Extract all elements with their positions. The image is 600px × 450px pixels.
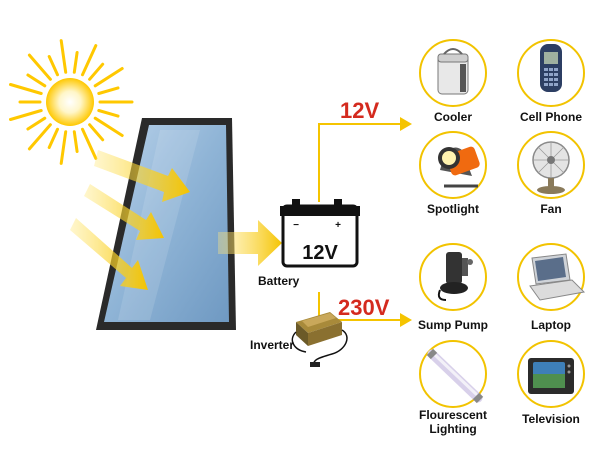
sun-ray: [26, 116, 47, 131]
sun-icon: [9, 39, 134, 165]
television-icon: [528, 358, 574, 394]
sun-ray: [59, 39, 68, 74]
television-label: Television: [522, 412, 580, 426]
sun-ray: [93, 116, 124, 137]
sun-ray: [72, 130, 79, 153]
battery-voltage-badge: 12V: [302, 242, 338, 264]
sun-ray: [88, 62, 105, 81]
cell-phone-label: Cell Phone: [519, 110, 582, 124]
fluorescent-label-line2: Lighting: [429, 422, 477, 436]
sump-pump-label: Sump Pump: [417, 318, 488, 332]
sun-ray: [47, 55, 59, 77]
sun-ray: [26, 73, 47, 88]
sun-ray: [9, 83, 43, 95]
dc-output-arrowhead: [400, 117, 412, 131]
cooler-icon: [437, 48, 469, 95]
sun-ray: [88, 123, 105, 142]
cell-phone-icon: [540, 44, 562, 92]
sun-ray: [27, 53, 52, 81]
svg-text:−: −: [293, 220, 299, 231]
sun-ray: [93, 67, 124, 88]
cooler-label: Cooler: [433, 110, 472, 124]
sun-ray: [97, 109, 120, 118]
fluorescent-label-line1: Flourescent: [418, 408, 487, 422]
sun-ray: [72, 51, 79, 74]
inverter-icon: [291, 312, 348, 367]
fan-label: Fan: [540, 202, 562, 216]
sun-ray: [27, 123, 52, 151]
laptop-icon: [529, 253, 586, 301]
sump-pump-icon: [437, 252, 473, 301]
solar-panel-icon: [96, 118, 236, 330]
sun-ray: [81, 44, 98, 77]
battery-icon: − + 12V: [280, 199, 360, 268]
sun-ray: [81, 127, 98, 160]
svg-text:+: +: [335, 220, 341, 231]
sun-ray: [97, 86, 120, 95]
inverter-label: Inverter: [250, 338, 295, 352]
spotlight-icon: [438, 146, 480, 188]
sun-ray: [59, 130, 68, 165]
laptop-label: Laptop: [531, 318, 571, 332]
sun-ray: [9, 109, 43, 121]
panel-to-battery-arrow: [218, 220, 282, 266]
ac-output-arrowhead: [400, 313, 412, 327]
sunlight-arrows: [70, 150, 190, 290]
fluorescent-light-icon: [426, 348, 484, 404]
spotlight-label: Spotlight: [427, 202, 479, 216]
dc-voltage-label: 12V: [340, 98, 380, 123]
fan-icon: [532, 141, 570, 194]
sun-ray: [47, 127, 59, 149]
battery-label: Battery: [258, 274, 300, 288]
ac-voltage-label: 230V: [338, 295, 390, 320]
